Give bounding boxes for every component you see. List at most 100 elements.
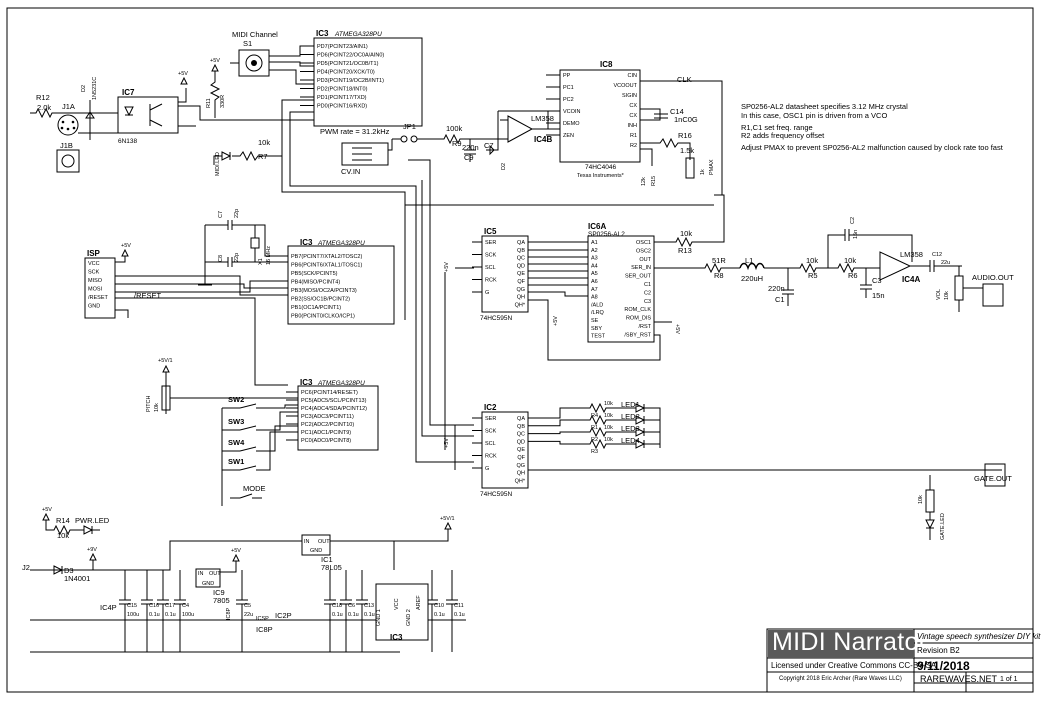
svg-text:C1: C1 [775, 295, 785, 304]
led-wire [528, 426, 636, 438]
svg-text:+9V: +9V [87, 547, 97, 553]
svg-text:VOL: VOL [936, 289, 942, 300]
svg-text:+5V: +5V [210, 58, 220, 64]
svg-text:10k: 10k [844, 256, 856, 265]
capacitor-value: 100u [182, 612, 194, 618]
chip-pin-label: SER [485, 416, 496, 422]
design-notes: SP0256-AL2 datasheet specifies 3.12 MHz … [741, 102, 1004, 152]
chip-pin-label: /LRQ [591, 310, 605, 316]
svg-text:ATMEGA328PU: ATMEGA328PU [317, 240, 365, 247]
chip-pin-label: QH* [515, 478, 526, 484]
chip-pin-label: A2 [591, 248, 598, 254]
chip-pin-label: SCK [485, 429, 497, 435]
svg-text:IC4A: IC4A [902, 275, 920, 284]
chip-pin-label: RCK [485, 454, 497, 460]
capacitor-value: 0.1u [434, 612, 445, 618]
svg-text:R1,C1 set freq. range: R1,C1 set freq. range [741, 123, 813, 132]
title-block-banner [768, 630, 914, 658]
chip-pin-label: RCK [485, 278, 497, 284]
chip-pin-label: R2 [630, 143, 637, 149]
chip-pin-label: SCK [485, 253, 497, 259]
svg-text:/RESET: /RESET [134, 291, 162, 300]
title-block-copyright: Copyright 2018 Eric Archer (Rare Waves L… [779, 676, 902, 682]
chip-pin-label: MOSI [88, 287, 103, 293]
capacitor-ref: C10 [434, 603, 444, 609]
chip-pin-label: QB [517, 248, 525, 254]
svg-text:10k: 10k [806, 256, 818, 265]
cv-input: JP1 CV.IN 100k R9 220n C9 [341, 122, 508, 176]
chip-pin-label: SER_IN [631, 265, 651, 271]
led-wire [528, 414, 636, 427]
bypass-capacitor [340, 570, 352, 652]
svg-text:74HC4046: 74HC4046 [585, 164, 616, 171]
svg-text:51R: 51R [712, 256, 726, 265]
svg-text:220n: 220n [768, 284, 785, 293]
resistor-value: 10k [604, 401, 613, 407]
capacitor-ref: C6 [348, 603, 355, 609]
chip-pin-label: PC1(ADC1/PCINT9) [301, 430, 351, 436]
svg-text:+5V/1: +5V/1 [440, 516, 455, 522]
resistor-value: 10k [604, 425, 613, 431]
led-icon [635, 427, 661, 448]
svg-text:SW4: SW4 [228, 438, 245, 447]
svg-text:R6: R6 [848, 271, 858, 280]
svg-text:OUT: OUT [318, 539, 330, 545]
resistor-ref: R3 [591, 449, 598, 455]
svg-text:R15: R15 [651, 176, 657, 186]
capacitor-value: 0.1u [165, 612, 176, 618]
chip-pin-label: CIN [628, 73, 638, 79]
svg-text:IC9: IC9 [213, 588, 225, 597]
chip-pin-label: GND [88, 304, 100, 310]
svg-text:+5V: +5V [42, 507, 52, 513]
svg-text:16 MHz: 16 MHz [266, 246, 272, 265]
chip-pin-label: A4 [591, 263, 598, 269]
svg-text:D2: D2 [501, 163, 507, 170]
svg-text:12k: 12k [641, 177, 647, 186]
svg-text:CLK: CLK [677, 75, 692, 84]
led-ref: LED4 [621, 436, 640, 445]
chip-pin-label: A1 [591, 240, 598, 246]
chip-pin-label: QB [517, 424, 525, 430]
chip-pin-label: SE [591, 318, 599, 324]
ic3-mid: IC3 ATMEGA328PU PB7(PCINT7/XTAL2/TOSC2)P… [198, 209, 395, 325]
chip-pin-label: R1 [630, 133, 637, 139]
svg-text:IC3: IC3 [390, 633, 403, 642]
led-wire [528, 438, 636, 450]
chip-pin-label: QH [517, 471, 525, 477]
chip-pin-label: C3 [644, 299, 651, 305]
svg-text:D3: D3 [64, 566, 74, 575]
svg-text:6N138: 6N138 [118, 138, 138, 145]
svg-text:GATE.OUT: GATE.OUT [974, 474, 1012, 483]
svg-text:PITCH: PITCH [146, 395, 152, 412]
chip-pin-label: PC5(ADC5/SCL/PCINT13) [301, 398, 367, 404]
svg-text:L1: L1 [745, 256, 753, 265]
chip-pin-label: ROM_DIS [626, 316, 651, 322]
svg-text:R12: R12 [36, 93, 50, 102]
chip-pin-label: VCC [88, 261, 100, 267]
svg-text:PMAX: PMAX [709, 159, 715, 175]
chip-pin-label: A6 [591, 279, 598, 285]
svg-text:IC8P: IC8P [226, 607, 232, 620]
svg-text:10k: 10k [680, 229, 692, 238]
resistor-ref: R2 [591, 437, 598, 443]
svg-text:SW3: SW3 [228, 417, 244, 426]
svg-text:IC4P: IC4P [100, 603, 117, 612]
chip-pin-label: C2 [644, 290, 651, 296]
power-section: +5V R14 10k PWR.LED J2 D3 1N4001 +9V IC4… [22, 507, 466, 653]
svg-text:IC8P: IC8P [256, 625, 273, 634]
ic6-sp0256: IC6A SP0256-AL2 A1A2A3A4A5A6A7A8/ALD/LRQ… [528, 222, 680, 361]
svg-text:IC5: IC5 [484, 227, 497, 236]
capacitor-ref: C5 [244, 603, 251, 609]
svg-text:10k: 10k [944, 291, 950, 300]
capacitor-value: 0.1u [348, 612, 359, 618]
chip-pin-label: PD3(PCINT19/OC2B/INT1) [317, 78, 384, 84]
svg-text:R16: R16 [678, 131, 692, 140]
svg-text:+5V: +5V [231, 548, 241, 554]
chip-pin-label: A8 [591, 295, 598, 301]
svg-text:CV.IN: CV.IN [341, 167, 360, 176]
bypass-capacitor [141, 570, 153, 652]
svg-text:C8: C8 [218, 255, 224, 262]
svg-text:1k: 1k [700, 169, 706, 175]
